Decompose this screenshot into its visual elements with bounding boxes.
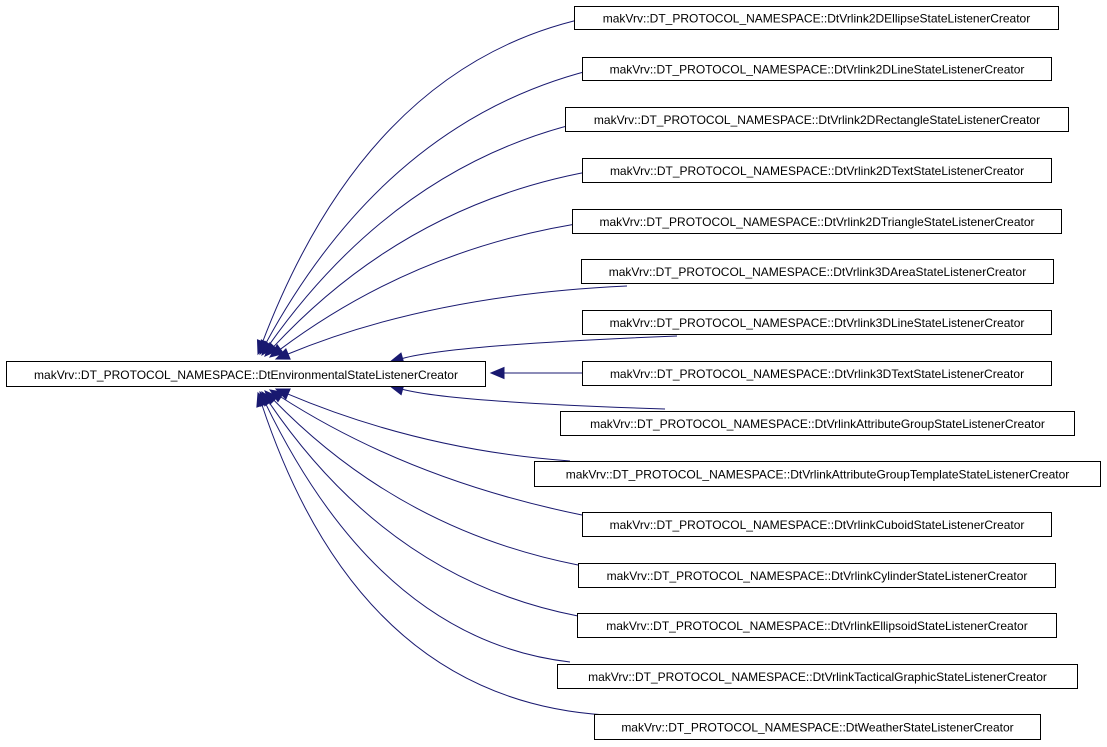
derived-class-label: makVrv::DT_PROTOCOL_NAMESPACE::DtVrlink3… xyxy=(609,265,1026,279)
inheritance-edge xyxy=(268,118,597,346)
inheritance-edge xyxy=(279,396,583,516)
inheritance-arrowhead xyxy=(264,341,279,357)
inheritance-edges xyxy=(256,15,678,716)
derived-class-node[interactable]: makVrv::DT_PROTOCOL_NAMESPACE::DtWeather… xyxy=(594,714,1041,740)
inheritance-edge xyxy=(279,220,597,351)
derived-class-node[interactable]: makVrv::DT_PROTOCOL_NAMESPACE::DtVrlinkC… xyxy=(582,512,1052,537)
derived-class-label: makVrv::DT_PROTOCOL_NAMESPACE::DtVrlink2… xyxy=(603,12,1030,26)
derived-class-node[interactable]: makVrv::DT_PROTOCOL_NAMESPACE::DtVrlink3… xyxy=(582,310,1052,335)
inheritance-edge xyxy=(261,404,607,716)
derived-class-label: makVrv::DT_PROTOCOL_NAMESPACE::DtVrlinkE… xyxy=(606,619,1027,633)
derived-class-node[interactable]: makVrv::DT_PROTOCOL_NAMESPACE::DtVrlink2… xyxy=(582,158,1052,183)
inheritance-edge xyxy=(401,335,678,360)
derived-class-node[interactable]: makVrv::DT_PROTOCOL_NAMESPACE::DtVrlinkA… xyxy=(534,461,1101,487)
derived-class-label: makVrv::DT_PROTOCOL_NAMESPACE::DtVrlink2… xyxy=(594,113,1040,127)
derived-class-node[interactable]: makVrv::DT_PROTOCOL_NAMESPACE::DtVrlinkA… xyxy=(560,411,1075,436)
derived-class-node[interactable]: makVrv::DT_PROTOCOL_NAMESPACE::DtVrlink2… xyxy=(574,6,1059,30)
derived-class-node[interactable]: makVrv::DT_PROTOCOL_NAMESPACE::DtVrlink3… xyxy=(582,361,1052,386)
derived-class-node[interactable]: makVrv::DT_PROTOCOL_NAMESPACE::DtVrlinkE… xyxy=(577,613,1057,638)
derived-class-label: makVrv::DT_PROTOCOL_NAMESPACE::DtVrlink3… xyxy=(610,367,1024,381)
derived-class-node[interactable]: makVrv::DT_PROTOCOL_NAMESPACE::DtVrlinkC… xyxy=(578,563,1056,588)
inheritance-arrowhead xyxy=(256,391,269,408)
inheritance-arrowhead xyxy=(489,366,505,380)
inheritance-edge xyxy=(401,388,666,410)
derived-class-label: makVrv::DT_PROTOCOL_NAMESPACE::DtVrlink2… xyxy=(610,63,1025,77)
inheritance-edge xyxy=(264,402,571,663)
inheritance-arrowhead xyxy=(274,348,291,360)
derived-class-node[interactable]: makVrv::DT_PROTOCOL_NAMESPACE::DtVrlink3… xyxy=(581,259,1054,284)
inheritance-edge xyxy=(286,393,571,462)
derived-class-node[interactable]: makVrv::DT_PROTOCOL_NAMESPACE::DtVrlink2… xyxy=(572,209,1062,234)
derived-class-label: makVrv::DT_PROTOCOL_NAMESPACE::DtVrlinkA… xyxy=(566,468,1070,482)
derived-class-label: makVrv::DT_PROTOCOL_NAMESPACE::DtVrlinkA… xyxy=(590,417,1045,431)
derived-class-label: makVrv::DT_PROTOCOL_NAMESPACE::DtVrlinkC… xyxy=(610,518,1025,532)
inheritance-edge xyxy=(286,285,628,355)
inheritance-edge xyxy=(273,399,579,566)
derived-class-label: makVrv::DT_PROTOCOL_NAMESPACE::DtVrlink3… xyxy=(610,316,1025,330)
derived-class-node[interactable]: makVrv::DT_PROTOCOL_NAMESPACE::DtVrlinkT… xyxy=(557,664,1078,689)
inheritance-edge xyxy=(261,15,597,343)
derived-class-node[interactable]: makVrv::DT_PROTOCOL_NAMESPACE::DtVrlink2… xyxy=(582,57,1052,81)
inheritance-edge xyxy=(265,66,605,344)
inheritance-edge xyxy=(272,168,605,348)
derived-class-node[interactable]: makVrv::DT_PROTOCOL_NAMESPACE::DtVrlink2… xyxy=(565,107,1069,132)
base-class-label: makVrv::DT_PROTOCOL_NAMESPACE::DtEnviron… xyxy=(34,368,458,382)
derived-class-label: makVrv::DT_PROTOCOL_NAMESPACE::DtVrlink2… xyxy=(599,215,1034,229)
derived-class-label: makVrv::DT_PROTOCOL_NAMESPACE::DtVrlinkT… xyxy=(588,670,1047,684)
inheritance-edge xyxy=(268,401,579,617)
base-class-node[interactable]: makVrv::DT_PROTOCOL_NAMESPACE::DtEnviron… xyxy=(6,361,486,387)
derived-class-label: makVrv::DT_PROTOCOL_NAMESPACE::DtWeather… xyxy=(621,721,1013,735)
derived-class-label: makVrv::DT_PROTOCOL_NAMESPACE::DtVrlink2… xyxy=(610,164,1024,178)
derived-class-label: makVrv::DT_PROTOCOL_NAMESPACE::DtVrlinkC… xyxy=(607,569,1028,583)
